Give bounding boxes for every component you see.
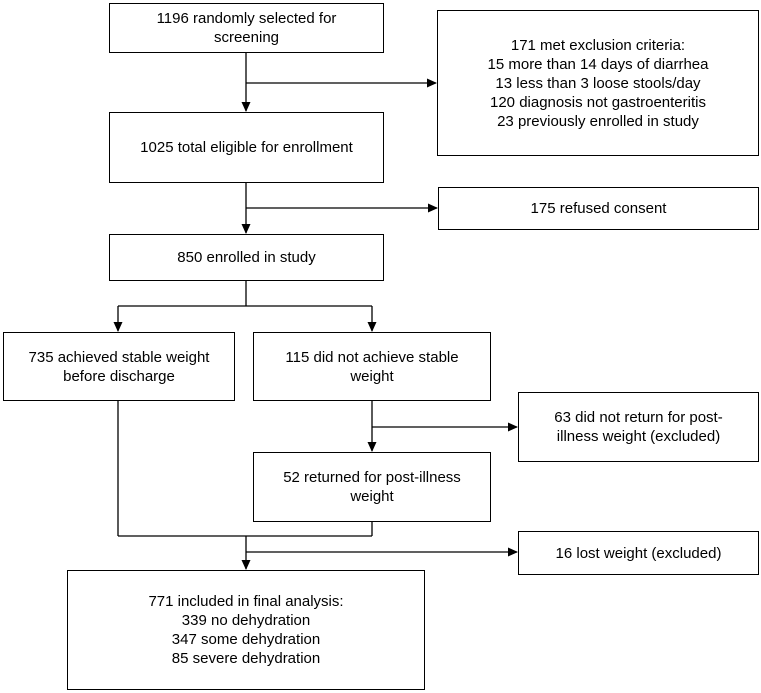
returned-box: 52 returned for post-illness weight — [253, 452, 491, 522]
screening-line-2: screening — [213, 29, 280, 46]
stable-line-2: before discharge — [63, 367, 175, 385]
screening-line-1: 1196 randomly selected for — [156, 10, 337, 27]
eligible-box: 1025 total eligible for enrollment — [109, 112, 384, 183]
lost-line-1: 16 lost weight (excluded) — [555, 544, 722, 562]
final-line-4: 85 severe dehydration — [171, 650, 321, 667]
final-line-1: 771 included in final analysis: — [148, 593, 344, 610]
stable-line-1: 735 achieved stable weight — [28, 348, 210, 366]
final-line-2: 339 no dehydration — [181, 612, 311, 629]
enrolled-line-1: 850 enrolled in study — [177, 249, 316, 266]
final-line-3: 347 some dehydration — [171, 631, 321, 648]
not-stable-line-2: weight — [350, 367, 394, 385]
exclusion-box: 171 met exclusion criteria: 15 more than… — [437, 10, 759, 156]
returned-line-1: 52 returned for post-illness — [283, 469, 461, 486]
no-return-line-1: 63 did not return for post- — [554, 409, 723, 426]
exclusion-line-2: 15 more than 14 days of diarrhea — [487, 55, 709, 73]
no-return-box: 63 did not return for post- illness weig… — [518, 392, 759, 462]
exclusion-line-1: 171 met exclusion criteria: — [510, 36, 686, 54]
exclusion-line-5: 23 previously enrolled in study — [497, 112, 699, 130]
enrolled-box: 850 enrolled in study — [109, 234, 384, 281]
exclusion-line-3: 13 less than 3 loose stools/day — [495, 74, 701, 92]
screening-box: 1196 randomly selected for screening — [109, 3, 384, 53]
refused-line-1: 175 refused consent — [530, 200, 667, 217]
exclusion-line-4: 120 diagnosis not gastroenteritis — [490, 93, 706, 111]
not-stable-weight-box: 115 did not achieve stable weight — [253, 332, 491, 401]
returned-line-2: weight — [350, 488, 394, 505]
refused-box: 175 refused consent — [438, 187, 759, 230]
not-stable-line-1: 115 did not achieve stable — [285, 348, 459, 366]
eligible-line-1: 1025 total eligible for enrollment — [140, 139, 353, 156]
final-analysis-box: 771 included in final analysis: 339 no d… — [67, 570, 425, 690]
lost-weight-box: 16 lost weight (excluded) — [518, 531, 759, 575]
no-return-line-2: illness weight (excluded) — [556, 428, 721, 445]
stable-weight-box: 735 achieved stable weight before discha… — [3, 332, 235, 401]
